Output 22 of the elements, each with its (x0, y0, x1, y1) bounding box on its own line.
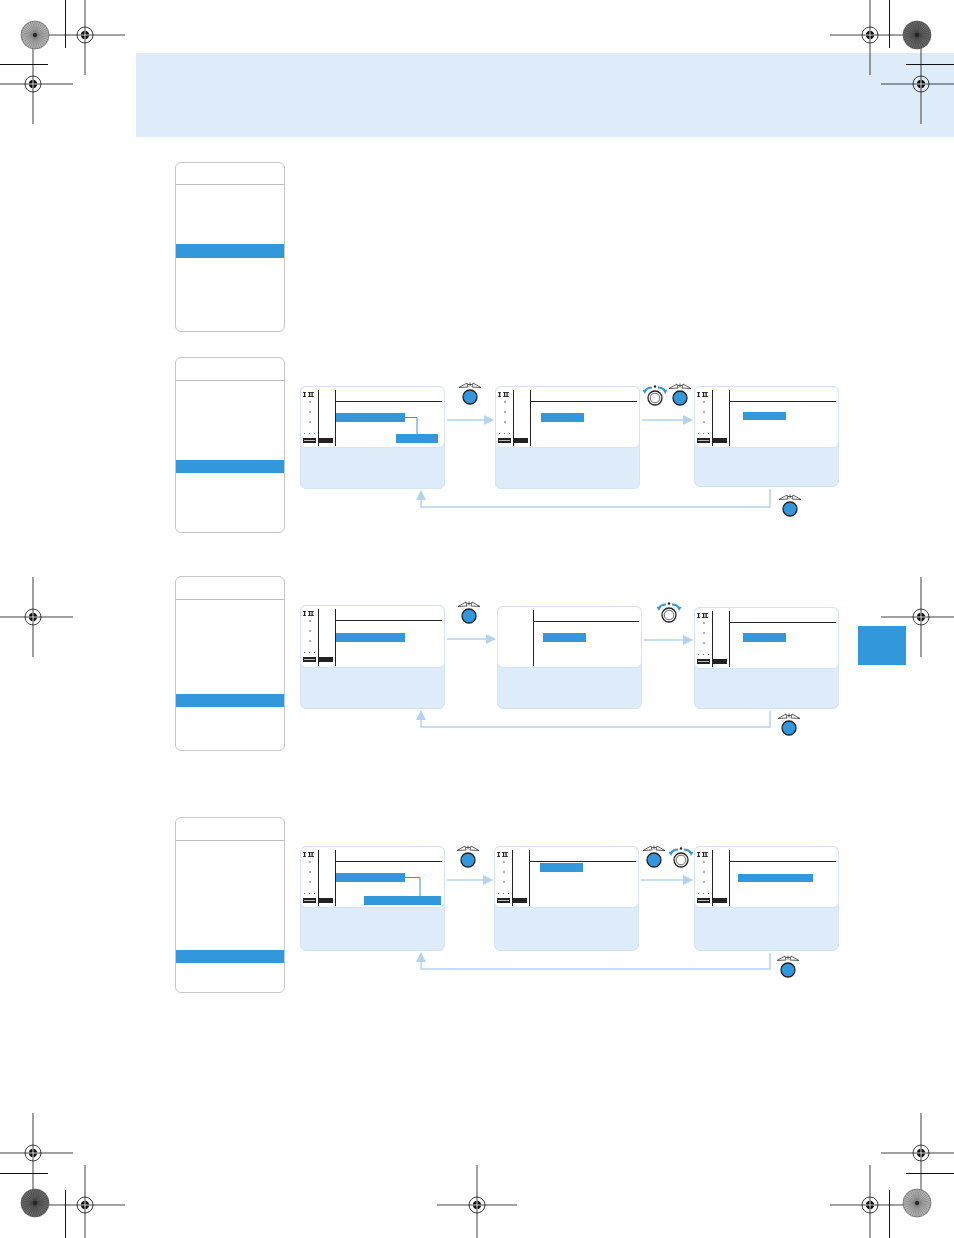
screen-card (495, 386, 640, 489)
menu-display (175, 357, 285, 533)
arrow (416, 488, 771, 508)
arrow (640, 875, 693, 885)
menu-display (175, 817, 285, 993)
screen-card (300, 846, 445, 951)
screen-card (694, 386, 839, 487)
arrow (446, 415, 494, 425)
arrow (641, 415, 693, 425)
menu-display (175, 576, 285, 751)
screen-card (497, 606, 642, 709)
arrow (416, 952, 771, 970)
screen-card (494, 846, 639, 951)
arrow (416, 710, 771, 728)
arrow (643, 635, 693, 645)
screen-card (300, 605, 445, 709)
screen-card (694, 846, 839, 951)
arrow (446, 634, 496, 644)
screen-card (694, 607, 839, 709)
menu-display (175, 162, 285, 332)
screen-card (300, 386, 445, 489)
arrow (446, 875, 493, 885)
